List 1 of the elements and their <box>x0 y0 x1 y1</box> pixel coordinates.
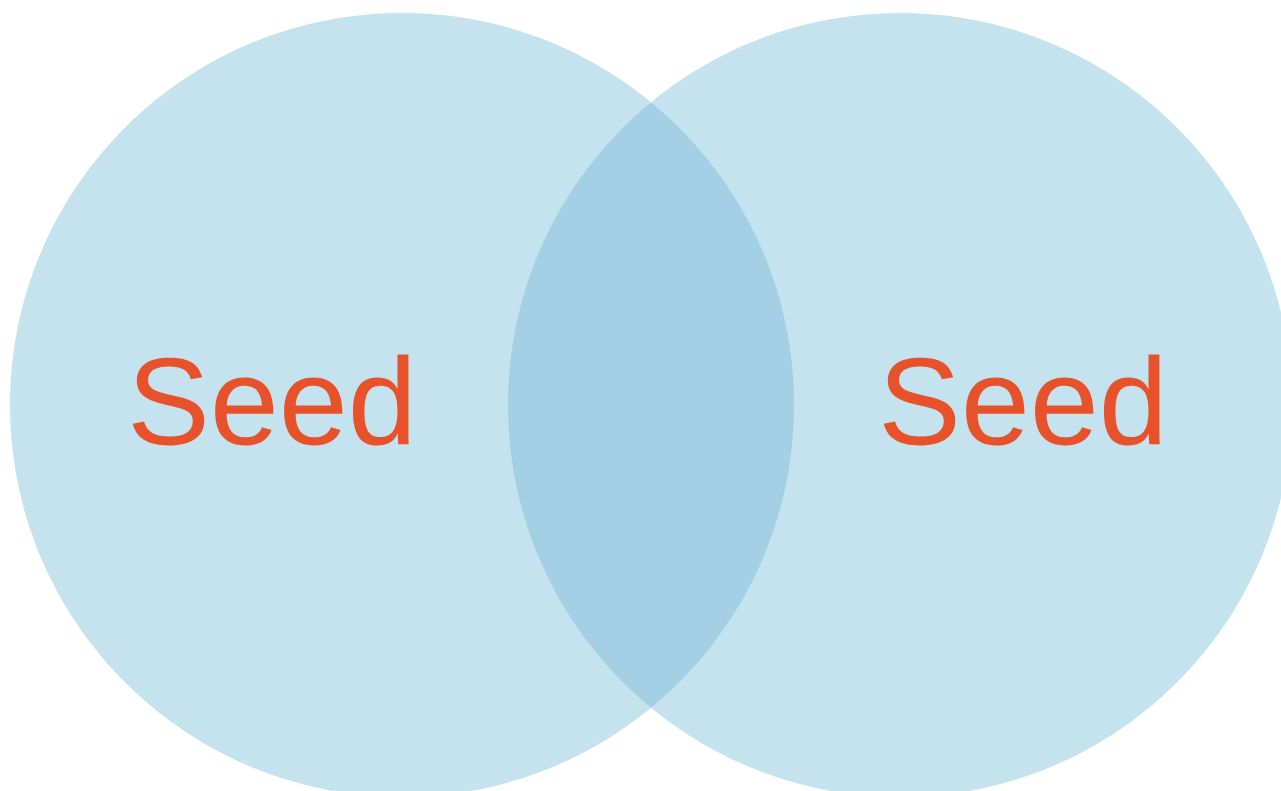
node-label: Seed <box>883 354 1160 446</box>
